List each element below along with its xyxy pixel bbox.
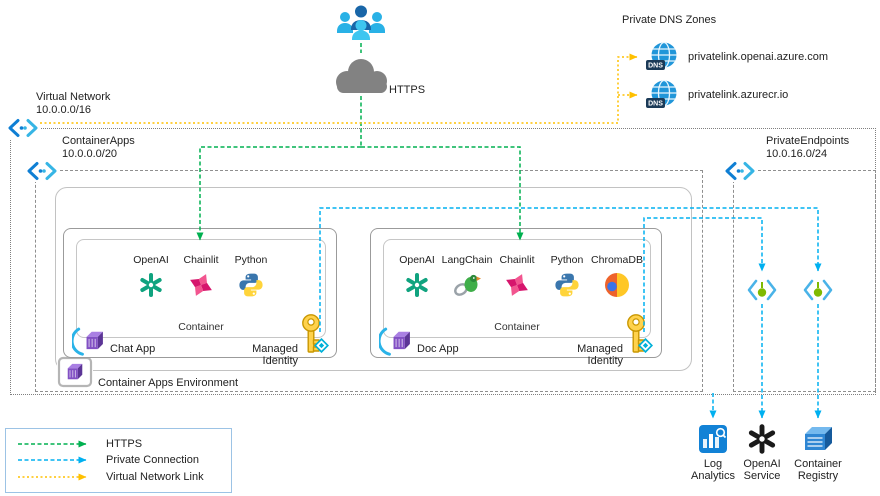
- openai-service-label: OpenAI Service: [743, 458, 781, 482]
- legend-label-https: HTTPS: [106, 438, 143, 451]
- stack-item-chainlit: Chainlit: [492, 254, 542, 298]
- chat-app-container-box: OpenAI Chainlit Python Container: [76, 239, 326, 338]
- vnet-name: Virtual Network: [36, 91, 111, 103]
- containerapps-subnet-name: ContainerApps: [62, 135, 135, 147]
- stack-label-chromadb: ChromaDB: [591, 254, 643, 266]
- stack-label-chainlit: Chainlit: [183, 254, 219, 266]
- legend-label-private-connection: Private Connection: [106, 454, 199, 467]
- log-analytics-label: Log Analytics: [690, 458, 736, 482]
- chat-container-caption: Container: [178, 321, 224, 333]
- https-label: HTTPS: [389, 84, 426, 96]
- stack-item-python: Python: [226, 254, 276, 298]
- chat-identity-diamond-icon: [314, 338, 329, 353]
- dns-zones-title: Private DNS Zones: [622, 14, 717, 26]
- python-logo-icon: [238, 272, 264, 298]
- privateendpoints-subnet-label: PrivateEndpoints 10.0.16.0/24: [766, 135, 849, 161]
- private-endpoint-acr-icon: [802, 277, 834, 303]
- doc-app-icon: [379, 323, 415, 357]
- containerapps-subnet-label: ContainerApps 10.0.0.0/20: [62, 135, 135, 161]
- chat-app-card: OpenAI Chainlit Python Container Chat Ap…: [63, 228, 337, 367]
- chat-app-name: Chat App: [110, 343, 156, 355]
- vnet-cidr: 10.0.0.0/16: [36, 104, 92, 116]
- legend-row-https: HTTPS: [16, 436, 221, 452]
- doc-app-container-box: OpenAI LangChain Chainlit Python ChromaD…: [383, 239, 651, 338]
- langchain-logo-icon: [452, 272, 482, 298]
- python-logo-icon: [554, 272, 580, 298]
- stack-label-openai: OpenAI: [133, 254, 169, 266]
- stack-label-langchain: LangChain: [441, 254, 493, 266]
- chat-app-stack: OpenAI Chainlit Python: [77, 240, 325, 298]
- stack-item-openai: OpenAI: [392, 254, 442, 298]
- stack-label-python: Python: [550, 254, 584, 266]
- chromadb-logo-icon: [604, 272, 630, 298]
- stack-label-python: Python: [234, 254, 268, 266]
- legend-row-private-connection: Private Connection: [16, 452, 221, 468]
- legend-row-vnet-link: Virtual Network Link: [16, 469, 221, 485]
- legend-https-arrow: [18, 440, 87, 448]
- stack-label-openai: OpenAI: [399, 254, 435, 266]
- openai-logo-icon: [404, 272, 430, 298]
- container-registry-label: Container Registry: [794, 458, 842, 482]
- vnet-label: Virtual Network 10.0.0.0/16: [36, 91, 110, 117]
- openai-logo-icon: [138, 272, 164, 298]
- private-endpoint-openai-icon: [746, 277, 778, 303]
- privateendpoints-subnet-name: PrivateEndpoints: [766, 135, 850, 147]
- doc-container-caption: Container: [494, 321, 540, 333]
- container-registry-icon: [801, 424, 835, 454]
- doc-managed-identity-label: Managed Identity: [577, 343, 623, 367]
- container-apps-environment-icon: [57, 355, 93, 389]
- privateendpoints-subnet-icon: [723, 160, 757, 182]
- legend-private-connection-arrow: [18, 456, 87, 464]
- openai-service-icon: [746, 423, 778, 455]
- doc-app-stack: OpenAI LangChain Chainlit Python ChromaD…: [384, 240, 650, 298]
- chainlit-logo-icon: [188, 272, 214, 298]
- stack-item-python: Python: [542, 254, 592, 298]
- doc-app-card: OpenAI LangChain Chainlit Python ChromaD…: [370, 228, 662, 367]
- container-apps-environment-label: Container Apps Environment: [98, 377, 239, 389]
- dns-zone-openai-label: privatelink.openai.azure.com: [688, 51, 829, 63]
- dns-zone-openai-icon: [645, 41, 679, 73]
- dns-zone-acr-icon: [645, 79, 679, 111]
- chat-app-icon: [72, 323, 108, 357]
- stack-item-chainlit: Chainlit: [176, 254, 226, 298]
- chat-managed-identity-label: Managed Identity: [252, 343, 298, 367]
- stack-item-openai: OpenAI: [126, 254, 176, 298]
- doc-identity-diamond-icon: [638, 338, 653, 353]
- dns-zone-acr-label: privatelink.azurecr.io: [688, 89, 789, 101]
- privateendpoints-subnet-cidr: 10.0.16.0/24: [766, 148, 828, 160]
- doc-app-name: Doc App: [417, 343, 459, 355]
- legend-vnet-link-arrow: [18, 473, 87, 481]
- legend-label-vnet-link: Virtual Network Link: [106, 470, 204, 483]
- legend-box: HTTPS Private Connection Virtual Network…: [5, 428, 232, 493]
- stack-label-chainlit: Chainlit: [499, 254, 535, 266]
- internet-cloud-icon: [330, 56, 394, 96]
- containerapps-subnet-icon: [25, 160, 59, 182]
- chainlit-logo-icon: [504, 272, 530, 298]
- stack-item-chromadb: ChromaDB: [591, 254, 643, 298]
- users-icon: [334, 4, 388, 40]
- log-analytics-icon: [698, 424, 728, 454]
- stack-item-langchain: LangChain: [442, 254, 492, 298]
- containerapps-subnet-cidr: 10.0.0.0/20: [62, 148, 118, 160]
- virtual-network-icon: [6, 117, 40, 139]
